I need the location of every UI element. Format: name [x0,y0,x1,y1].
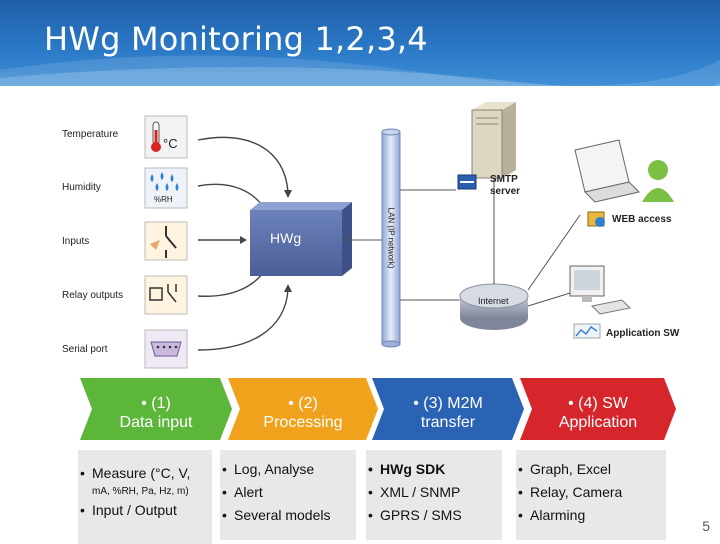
panel-1-item: Measure (°C, V, [78,462,212,485]
relay-icon [144,275,188,315]
laptop-icon [574,139,640,203]
slide-title: HWg Monitoring 1,2,3,4 [44,20,428,58]
panel-2-body: Log, Analyse Alert Several models [220,450,356,540]
humidity-icon [144,167,188,209]
lan-pipe [381,128,401,348]
header-wave-decoration [0,55,720,86]
panel-3-item: HWg SDK [366,458,502,481]
panel-1-chevron [80,378,232,440]
switch-input-icon [144,221,188,261]
panel-4-chevron [520,378,676,440]
hwg-device-box [250,202,352,276]
sensor-label-inputs: Inputs [62,236,90,247]
panel-1-body: Measure (°C, V, mA, %RH, Pa, Hz, m) Inpu… [78,450,212,544]
sensor-label-temperature: Temperature [62,129,119,140]
web-access-label: WEB access [612,214,672,225]
page-number: 5 [702,518,710,534]
smtp-label-line2: server [490,186,521,197]
panel-2-item: Log, Analyse [220,458,356,481]
desktop-pc-icon [569,265,632,315]
panel-3-item: GPRS / SMS [366,504,502,527]
panel-4-item: Graph, Excel [516,458,666,481]
slide-header: HWg Monitoring 1,2,3,4 [0,0,720,86]
thermometer-icon [144,115,188,159]
panel-2-header: • (2)Processing [263,395,343,431]
panel-3-item: XML / SNMP [366,481,502,504]
hwg-box-label: HWg [270,230,302,246]
panel-2-item: Several models [220,504,356,527]
user-icon [642,160,674,202]
panel-2-item: Alert [220,481,356,504]
smtp-label-line1: SMTP [490,174,518,185]
web-access-icon [587,211,605,227]
internet-label: Internet [478,296,509,306]
application-sw-label: Application SW [606,328,680,339]
internet-cloud-icon [459,283,529,330]
panel-4-body: Graph, Excel Relay, Camera Alarming [516,450,666,540]
panel-1-header: • (1)Data input [119,395,193,431]
panel-2-chevron [228,378,378,440]
panel-3-body: HWg SDK XML / SNMP GPRS / SMS [366,450,502,540]
panel-3-chevron [372,378,524,440]
temperature-unit: °C [163,136,178,151]
panel-1-item: Input / Output [78,499,212,522]
sensor-label-serial-port: Serial port [62,344,108,355]
serial-port-icon [144,329,188,369]
panel-4-item: Relay, Camera [516,481,666,504]
smtp-server-icon [457,102,516,190]
panel-1-item: mA, %RH, Pa, Hz, m) [92,486,189,497]
panel-4-item: Alarming [516,504,666,527]
sensor-label-humidity: Humidity [62,182,101,193]
chart-icon [573,323,601,339]
sensor-label-relay-outputs: Relay outputs [62,290,124,301]
humidity-unit: %RH [154,195,173,204]
